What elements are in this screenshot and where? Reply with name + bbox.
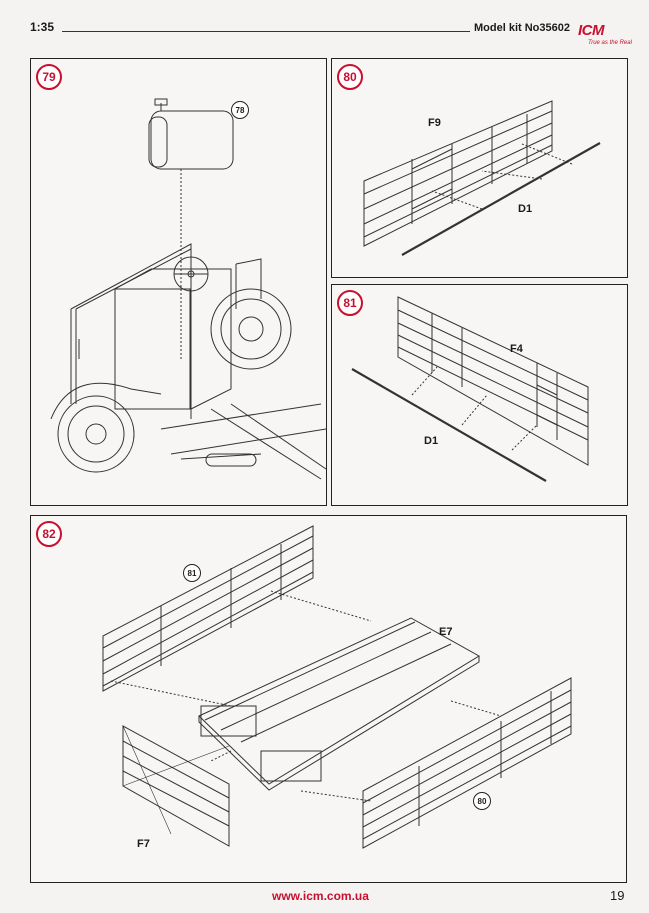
part-label-f9: F9 xyxy=(428,117,441,129)
part-label-e7: E7 xyxy=(439,626,453,638)
part-label-f4: F4 xyxy=(510,343,523,355)
page-number: 19 xyxy=(610,888,625,903)
step-number: 79 xyxy=(36,64,62,90)
side-board-f4-illustration xyxy=(351,296,589,482)
footer-url[interactable]: www.icm.com.ua xyxy=(272,889,369,903)
side-board-f9-illustration xyxy=(363,100,601,256)
scale-label: 1:35 xyxy=(30,20,55,34)
header-rule xyxy=(62,31,470,32)
callout-81: 81 xyxy=(183,564,201,582)
step-number: 81 xyxy=(337,290,363,316)
truck-cab-illustration xyxy=(50,98,327,480)
brand-tagline: True as the Real xyxy=(588,40,632,46)
callout-80: 80 xyxy=(473,792,491,810)
brand-logo: ICM xyxy=(578,22,605,39)
kit-number: Model kit No35602 xyxy=(474,22,570,34)
part-label-d1: D1 xyxy=(424,435,439,447)
part-label-f7: F7 xyxy=(137,838,150,850)
step-80-panel: 80 F9 D1 xyxy=(331,58,628,278)
step-number: 80 xyxy=(337,64,363,90)
callout-78: 78 xyxy=(231,101,249,119)
step-82-panel: 82 81 E7 F7 80 xyxy=(30,515,627,883)
part-label-d1: D1 xyxy=(518,203,533,215)
brand: ICM True as the Real xyxy=(578,22,636,52)
step-81-panel: 81 F4 D1 xyxy=(331,284,628,506)
step-number: 82 xyxy=(36,521,62,547)
step-79-panel: 79 78 xyxy=(30,58,327,506)
truck-bed-assembly-illustration xyxy=(102,525,572,849)
